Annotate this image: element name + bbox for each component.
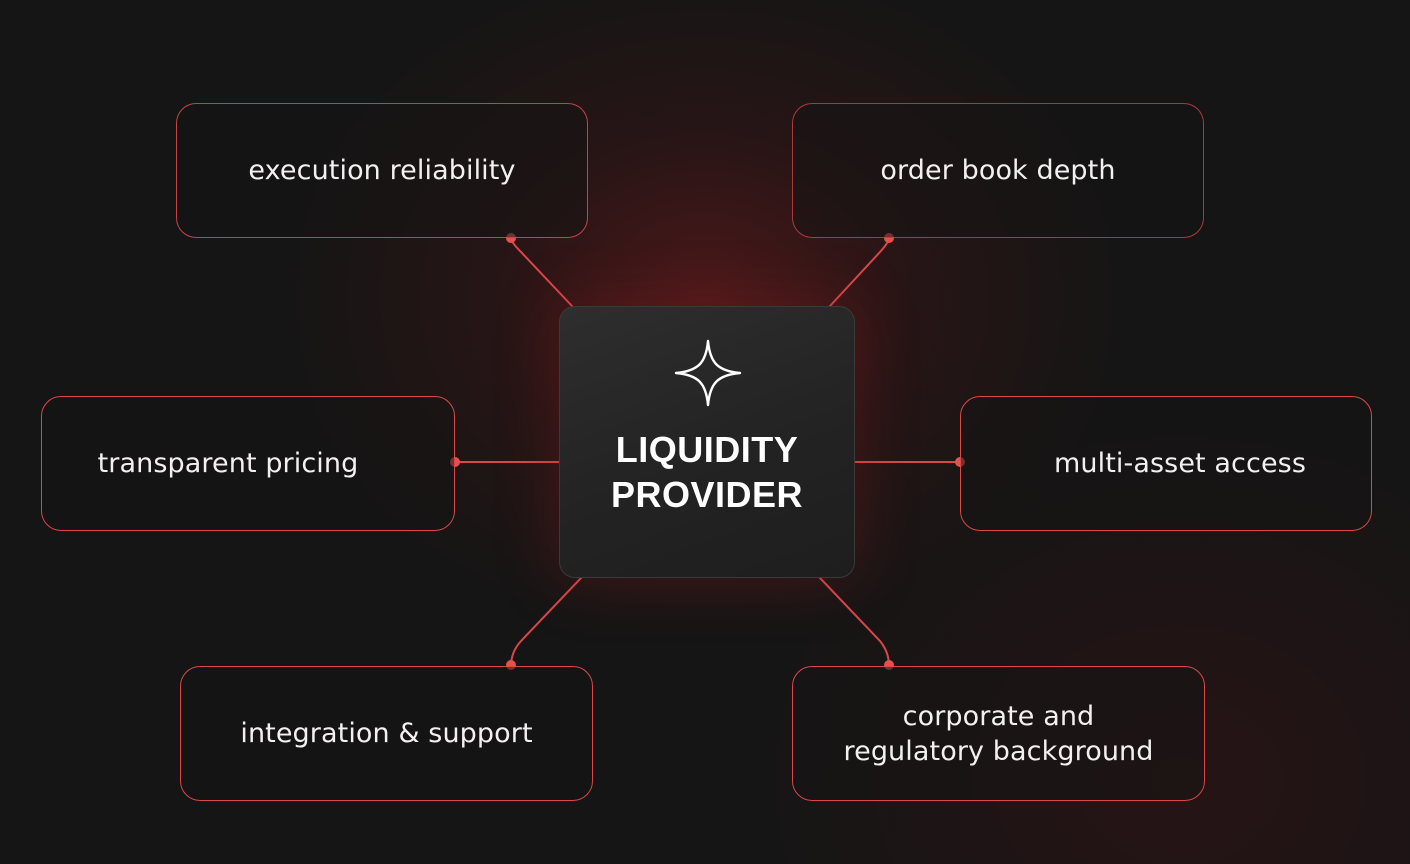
node-label: integration & support — [240, 718, 533, 749]
node-label: transparent pricing — [97, 448, 359, 479]
node-label: execution reliability — [248, 155, 516, 186]
node-label: corporate and regulatory background — [843, 700, 1154, 767]
node-transparent-pricing: transparent pricing — [41, 396, 455, 531]
center-title: LIQUIDITY PROVIDER — [610, 429, 804, 515]
connector-depth — [829, 237, 890, 307]
node-order-book-depth: order book depth — [792, 103, 1204, 238]
node-execution-reliability: execution reliability — [176, 103, 588, 238]
center-hub: LIQUIDITY PROVIDER — [559, 306, 855, 578]
node-label: order book depth — [880, 155, 1116, 186]
node-multi-asset-access: multi-asset access — [960, 396, 1372, 531]
node-corporate-regulatory: corporate and regulatory background — [792, 666, 1205, 801]
connector-execution — [510, 237, 573, 307]
node-integration-support: integration & support — [180, 666, 593, 801]
four-point-star-icon — [674, 339, 742, 407]
connector-integration — [510, 577, 582, 667]
node-label: multi-asset access — [1054, 448, 1306, 479]
connector-corporate — [819, 577, 890, 667]
